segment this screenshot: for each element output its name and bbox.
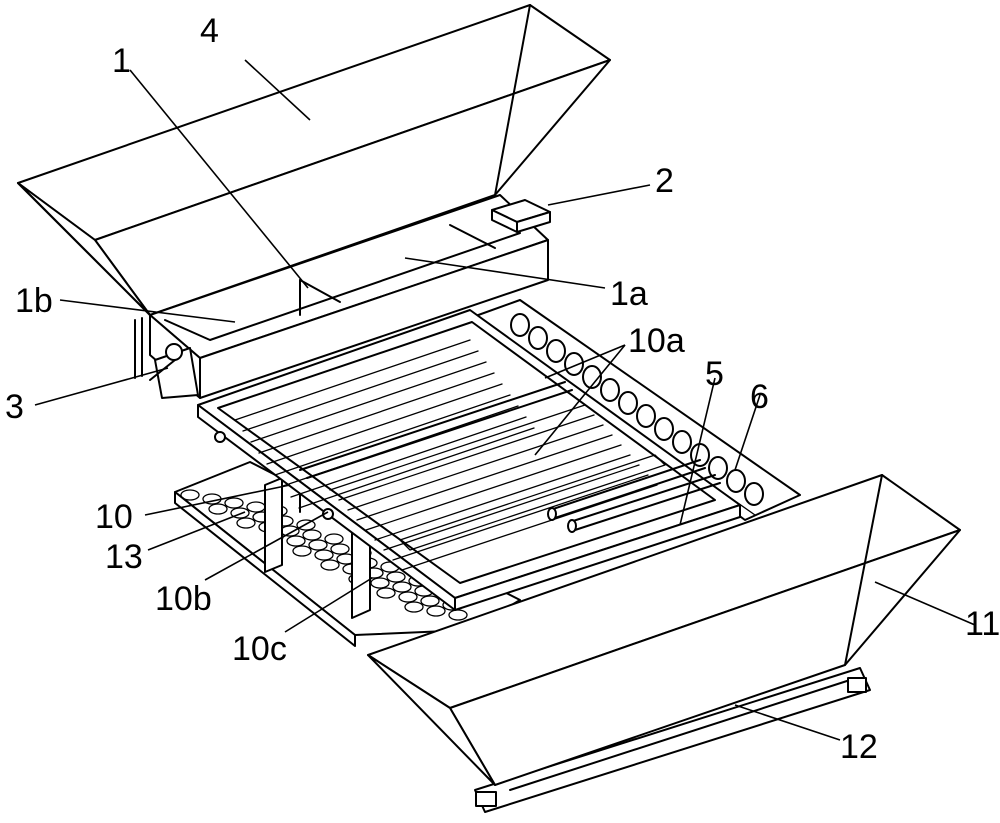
slat-line bbox=[356, 434, 613, 521]
perforation-hole bbox=[224, 497, 244, 509]
roller bbox=[744, 482, 764, 506]
slat-line bbox=[374, 454, 631, 541]
leader-lines bbox=[34, 59, 976, 741]
label-10: 10 bbox=[95, 498, 133, 536]
perforation-hole bbox=[324, 533, 344, 545]
roller bbox=[726, 469, 746, 493]
slat-line bbox=[365, 444, 622, 531]
roller bbox=[528, 326, 548, 350]
trough bbox=[134, 194, 551, 399]
slat-line bbox=[250, 361, 487, 443]
slat-line bbox=[338, 414, 595, 501]
roller bbox=[546, 339, 566, 363]
slat-line bbox=[298, 427, 535, 509]
labels: 1 4 2 1a 1b 3 10a 5 6 10 13 10b 10c 11 1… bbox=[5, 12, 1000, 766]
perforation-hole bbox=[320, 559, 340, 571]
label-10b: 10b bbox=[155, 580, 212, 618]
perforation-hole bbox=[386, 571, 406, 583]
roller bbox=[618, 391, 638, 415]
label-1b: 1b bbox=[15, 282, 53, 320]
slat-line bbox=[258, 372, 495, 454]
roller bbox=[708, 456, 728, 480]
label-13: 13 bbox=[105, 538, 143, 576]
slat-line bbox=[242, 350, 479, 432]
label-11: 11 bbox=[965, 605, 1000, 643]
perforation-hole bbox=[286, 535, 306, 547]
roller bbox=[672, 430, 692, 454]
roller bbox=[600, 378, 620, 402]
roller bbox=[564, 352, 584, 376]
slat-line bbox=[274, 394, 511, 476]
label-2: 2 bbox=[655, 162, 674, 200]
perforation-hole bbox=[308, 539, 328, 551]
perforation-hole bbox=[180, 489, 200, 501]
perforation-hole bbox=[296, 519, 316, 531]
screen-frame bbox=[197, 309, 741, 611]
perforation-hole bbox=[330, 543, 350, 555]
roller bbox=[636, 404, 656, 428]
discharge-hopper bbox=[367, 474, 961, 813]
perforation-hole bbox=[292, 545, 312, 557]
top-hopper bbox=[17, 4, 611, 316]
slat-line bbox=[290, 416, 527, 498]
label-10a: 10a bbox=[628, 322, 685, 360]
perforation-hole bbox=[208, 503, 228, 515]
label-4: 4 bbox=[200, 12, 219, 50]
label-12: 12 bbox=[840, 728, 878, 766]
perforation-hole bbox=[302, 529, 322, 541]
label-6: 6 bbox=[750, 378, 769, 416]
label-1: 1 bbox=[112, 42, 131, 80]
perforation-hole bbox=[236, 517, 256, 529]
perforation-hole bbox=[398, 591, 418, 603]
roller bbox=[510, 313, 530, 337]
label-3: 3 bbox=[5, 388, 24, 426]
slat-line bbox=[383, 464, 640, 551]
perforation-hole bbox=[426, 605, 446, 617]
roller bbox=[582, 365, 602, 389]
slat-line bbox=[347, 424, 604, 511]
perforation-hole bbox=[420, 595, 440, 607]
roller bbox=[654, 417, 674, 441]
label-10c: 10c bbox=[232, 630, 287, 668]
slat-line bbox=[329, 404, 586, 491]
label-5: 5 bbox=[705, 355, 724, 393]
perforation-hole bbox=[392, 581, 412, 593]
slat-line bbox=[282, 405, 519, 487]
slat-line bbox=[234, 339, 471, 421]
perforation-hole bbox=[314, 549, 334, 561]
perforation-hole bbox=[404, 601, 424, 613]
perforation-hole bbox=[230, 507, 250, 519]
slat-line bbox=[266, 383, 503, 465]
label-1a: 1a bbox=[610, 275, 648, 313]
slat-line bbox=[392, 474, 649, 561]
perforation-hole bbox=[376, 587, 396, 599]
